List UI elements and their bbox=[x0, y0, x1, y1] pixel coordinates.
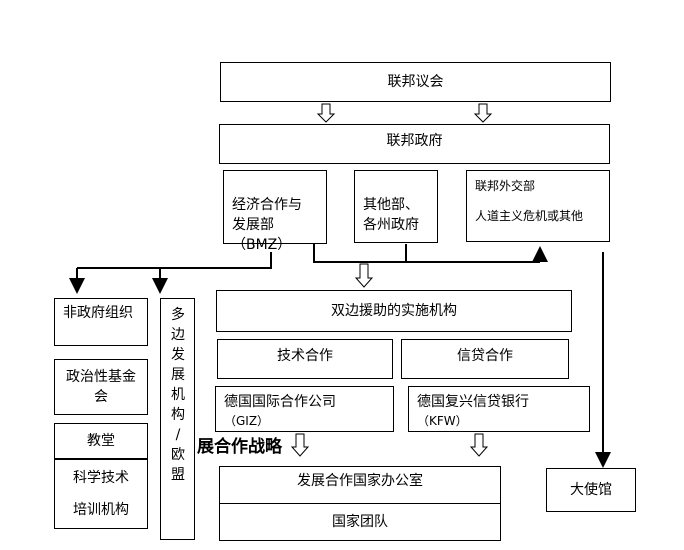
political-foundations-box: 政治性基金 会 bbox=[54, 359, 148, 415]
embassy-box: 大使馆 bbox=[546, 468, 636, 512]
credit-cooperation-box: 信贷合作 bbox=[401, 339, 569, 379]
country-team-box: 国家团队 bbox=[219, 503, 501, 541]
bmz-branch-line bbox=[77, 252, 272, 269]
technical-cooperation-label: 技术合作 bbox=[277, 348, 333, 364]
kfw-box: 德国复兴信贷银行 （KFW） bbox=[408, 386, 590, 432]
ngo-box: 非政府组织 bbox=[54, 298, 148, 346]
giz-box: 德国国际合作公司 （GIZ） bbox=[215, 386, 394, 432]
federal-parliament-box: 联邦议会 bbox=[220, 62, 611, 102]
foreign-office-subtitle: 人道主义危机或其他 bbox=[475, 209, 584, 223]
federal-government-label: 联邦政府 bbox=[386, 133, 443, 149]
foreign-office-box: 联邦外交部 人道主义危机或其他 bbox=[466, 170, 610, 242]
block-arrow-kfw-to-office bbox=[469, 433, 489, 457]
credit-cooperation-label: 信贷合作 bbox=[457, 348, 513, 364]
training-label: 科学技术 培训机构 bbox=[73, 470, 129, 518]
federal-parliament-label: 联邦议会 bbox=[387, 74, 444, 90]
block-arrow-parliament-to-government bbox=[316, 103, 336, 123]
ministries-connector bbox=[313, 244, 540, 263]
country-office-box: 发展合作国家办公室 bbox=[219, 466, 501, 504]
other-ministries-box: 其他部、 各州政府 bbox=[354, 170, 438, 243]
country-team-label: 国家团队 bbox=[332, 514, 388, 530]
embassy-label: 大使馆 bbox=[570, 482, 612, 498]
multilateral-box: 多 边 发 展 机 构 / 欧 盟 bbox=[160, 298, 195, 540]
political-foundations-label: 政治性基金 会 bbox=[66, 369, 136, 405]
technical-cooperation-box: 技术合作 bbox=[217, 339, 393, 379]
block-arrow-to-bilateral bbox=[354, 263, 374, 288]
kfw-abbr: （KFW） bbox=[417, 414, 468, 428]
bilateral-agencies-label: 双边援助的实施机构 bbox=[331, 303, 457, 319]
training-box: 科学技术 培训机构 bbox=[54, 459, 148, 529]
kfw-label: 德国复兴信贷银行 bbox=[417, 394, 529, 410]
overlay-text: 展合作战略 bbox=[197, 437, 282, 457]
foreign-office-title: 联邦外交部 bbox=[475, 179, 536, 193]
giz-abbr: （GIZ） bbox=[224, 414, 270, 428]
churches-label: 教堂 bbox=[87, 433, 115, 449]
other-ministries-label: 其他部、 各州政府 bbox=[363, 197, 419, 233]
bilateral-agencies-box: 双边援助的实施机构 bbox=[216, 290, 572, 332]
bmz-box: 经济合作与 发展部 （BMZ） bbox=[223, 170, 327, 253]
churches-box: 教堂 bbox=[54, 423, 148, 459]
ngo-label: 非政府组织 bbox=[63, 305, 133, 321]
multilateral-label: 多 边 发 展 机 构 / 欧 盟 bbox=[171, 307, 185, 483]
block-arrow-giz-to-office bbox=[290, 433, 310, 457]
giz-label: 德国国际合作公司 bbox=[224, 394, 336, 410]
bmz-label: 经济合作与 发展部 （BMZ） bbox=[232, 197, 302, 253]
country-office-label: 发展合作国家办公室 bbox=[297, 473, 423, 489]
federal-government-box: 联邦政府 bbox=[219, 124, 610, 164]
block-arrow-parliament-to-government-2 bbox=[473, 103, 493, 123]
